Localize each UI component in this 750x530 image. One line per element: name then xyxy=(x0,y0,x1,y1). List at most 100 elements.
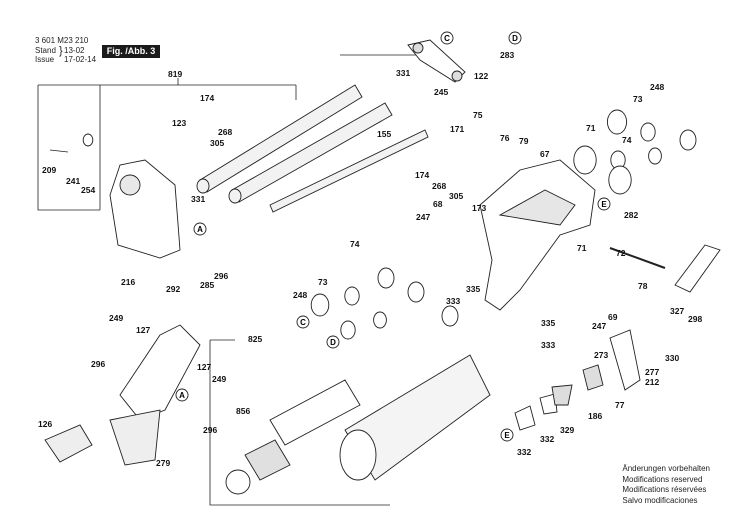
part-number-label: 333 xyxy=(541,340,555,350)
assembly-bracket-lines xyxy=(37,54,420,506)
washer-shape xyxy=(407,281,425,303)
part-number-label: 248 xyxy=(650,82,664,92)
part-number-label: 282 xyxy=(624,210,638,220)
part-number-label: 298 xyxy=(688,314,702,324)
part-number-label: 74 xyxy=(350,239,360,249)
left-bracket xyxy=(109,159,181,259)
part-number-label: 76 xyxy=(500,133,510,143)
part-number-label: 73 xyxy=(633,94,643,104)
part-number-label: 292 xyxy=(166,284,180,294)
washer-shape xyxy=(310,293,330,317)
figure-label: Fig. /Abb. 3 xyxy=(102,45,160,58)
part-number-label: 285 xyxy=(200,280,214,290)
svg-text:E: E xyxy=(504,431,510,440)
part-number-label: 155 xyxy=(377,129,391,139)
part-number-label: 186 xyxy=(588,411,602,421)
issue-label: Issue xyxy=(35,55,55,64)
brace-glyph: } xyxy=(59,45,63,57)
part-number-label: 174 xyxy=(200,93,214,103)
part-number-label: 249 xyxy=(109,313,123,323)
part-number-label: 171 xyxy=(450,124,464,134)
lower-left-assembly xyxy=(44,324,201,466)
callout-marker: E xyxy=(597,197,611,211)
part-number-label: 327 xyxy=(670,306,684,316)
washer-shape xyxy=(377,267,395,289)
part-number-label: 209 xyxy=(42,165,56,175)
part-number-label: 335 xyxy=(541,318,555,328)
part-number-label: 296 xyxy=(91,359,105,369)
part-number-label: 333 xyxy=(446,296,460,306)
doc-number: 3 601 M23 210 xyxy=(35,36,89,45)
part-number-label: 825 xyxy=(248,334,262,344)
dust-hose xyxy=(225,354,491,495)
note-line: Modifications reserved xyxy=(622,474,703,484)
part-number-label: 305 xyxy=(449,191,463,201)
part-number-label: 173 xyxy=(472,203,486,213)
footer-notes: Änderungen vorbehalten Modifications res… xyxy=(622,464,710,506)
right-link-arm xyxy=(609,244,721,391)
part-number-label: 71 xyxy=(586,123,596,133)
part-number-label: 78 xyxy=(638,281,648,291)
svg-text:A: A xyxy=(179,391,185,400)
part-number-label: 71 xyxy=(577,243,587,253)
part-number-label: 123 xyxy=(172,118,186,128)
part-number-label: 856 xyxy=(236,406,250,416)
part-number-label: 122 xyxy=(474,71,488,81)
callout-marker: A xyxy=(175,388,189,402)
part-number-label: 277 xyxy=(645,367,659,377)
washer-shape xyxy=(373,311,387,329)
svg-text:D: D xyxy=(330,338,336,347)
callout-markers: C D A E C D A E xyxy=(175,31,611,442)
part-number-label: 273 xyxy=(594,350,608,360)
note-line: Änderungen vorbehalten xyxy=(622,464,710,473)
part-number-label: 67 xyxy=(540,149,550,159)
callout-marker: C xyxy=(296,315,310,329)
part-number-label: 305 xyxy=(210,138,224,148)
part-number-label: 69 xyxy=(608,312,618,322)
issue-date: 17-02-14 xyxy=(64,55,97,64)
bottom-small-parts xyxy=(514,364,604,431)
part-number-label: 329 xyxy=(560,425,574,435)
washer-shape xyxy=(679,129,697,151)
note-line: Modifications réservées xyxy=(622,485,707,494)
part-number-label: 75 xyxy=(473,110,483,120)
part-number-label: 241 xyxy=(66,176,80,186)
part-number-label: 249 xyxy=(212,374,226,384)
washer-shape xyxy=(82,133,94,147)
part-number-label: 254 xyxy=(81,185,95,195)
stand-date: 13-02 xyxy=(64,46,85,55)
note-line: Salvo modificaciones xyxy=(622,495,698,505)
part-number-label: 332 xyxy=(540,434,554,444)
svg-text:E: E xyxy=(601,200,607,209)
part-number-label: 72 xyxy=(616,248,626,258)
callout-marker: A xyxy=(193,222,207,236)
washer-shape xyxy=(344,286,360,306)
part-number-label: 279 xyxy=(156,458,170,468)
bushings-and-washers xyxy=(82,109,697,340)
stand-label: Stand xyxy=(35,46,56,55)
part-number-label: 330 xyxy=(665,353,679,363)
part-number-label: 73 xyxy=(318,277,328,287)
part-number-label: 335 xyxy=(466,284,480,294)
part-number-label: 79 xyxy=(519,136,529,146)
part-number-label: 248 xyxy=(293,290,307,300)
part-number-label: 77 xyxy=(615,400,625,410)
part-number-label: 332 xyxy=(517,447,531,457)
washer-shape xyxy=(340,320,356,340)
top-arm xyxy=(407,39,466,83)
part-number-label: 331 xyxy=(191,194,205,204)
part-number-label: 245 xyxy=(434,87,448,97)
washer-shape xyxy=(648,147,662,165)
washer-shape xyxy=(606,109,628,135)
part-number-label: 268 xyxy=(218,127,232,137)
part-number-label: 283 xyxy=(500,50,514,60)
washer-shape xyxy=(573,145,597,175)
svg-text:C: C xyxy=(444,34,450,43)
part-number-label: 216 xyxy=(121,277,135,287)
washer-shape xyxy=(640,122,656,142)
callout-marker: D xyxy=(508,31,522,45)
part-number-label: 296 xyxy=(214,271,228,281)
